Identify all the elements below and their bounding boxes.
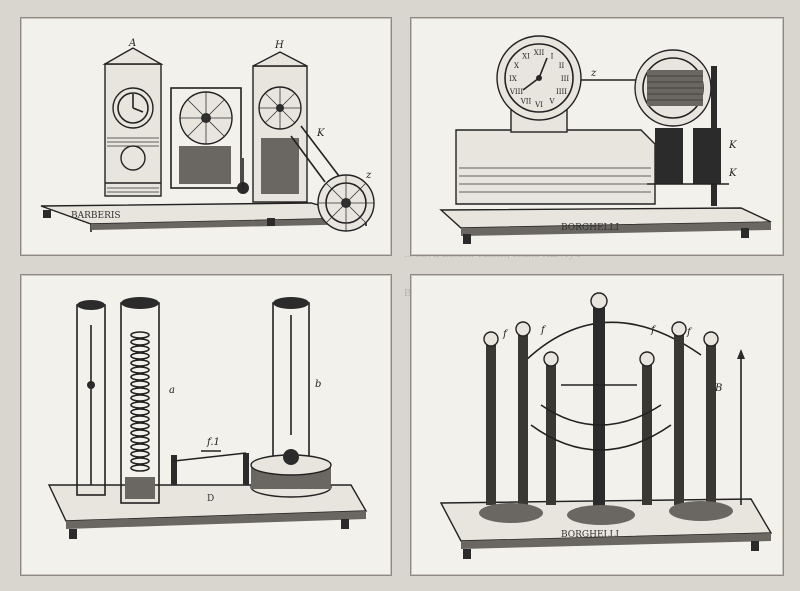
coil-turn [130,464,150,472]
coil-turn [130,408,150,416]
figure-label: b [315,379,321,390]
coil-turn [130,345,150,353]
coil-turn [130,352,150,360]
column [674,335,684,505]
maker-stamp: BORGHELLI [561,223,619,233]
dial-numeral: II [559,62,565,70]
figure-label: B [714,383,722,394]
coil-turn [130,415,150,423]
figure-label: K [728,140,737,151]
figure-label: D [207,494,214,504]
dial-numeral: VII [520,98,532,106]
column-group [483,321,719,505]
column-finial [703,331,719,347]
dial-numeral: XII [534,49,545,57]
coil-turn [130,443,150,451]
column [518,335,528,505]
column-finial [483,331,499,347]
figure-label: H [274,40,284,51]
figure-label: K [316,128,325,139]
coil-turn [130,429,150,437]
engraving-column-apparatus: f f f f B BORGHELLI [439,292,773,559]
coil-turn [130,366,150,374]
panel-column-apparatus: f f f f B BORGHELLI [410,274,784,576]
figure-label: a [169,385,175,396]
figure-label: f [686,327,693,338]
coil-turn [130,359,150,367]
coil-turn [130,401,150,409]
coil-turn [130,450,150,458]
dial-numeral: VI [534,101,543,109]
column-finial [543,351,559,367]
column [486,345,496,505]
coil-turn [130,338,150,346]
figure-label: z [365,170,372,181]
figure-label: f [650,325,657,336]
coil-turn [130,331,150,339]
dial-numeral: IIII [556,88,567,96]
dial-numeral: V [548,98,555,106]
maker-stamp: BORGHELLI [561,530,619,540]
coil-turn [130,422,150,430]
panel-telegraph-clockwork: A H K z BARBERIS [20,17,392,256]
coil-turn [130,380,150,388]
engraving-telegraph-clockwork: A H K z BARBERIS [40,38,375,232]
figure-label: A [128,38,136,49]
figure-label: f [540,325,547,336]
dial-numeral: IX [509,75,517,83]
column-finial [639,351,655,367]
column-finial [515,321,531,337]
dial-numeral: III [561,75,570,83]
coil-turn [130,373,150,381]
figure-label: f [502,329,509,340]
coil-turn [130,457,150,465]
coil-turn [130,394,150,402]
engraving-coil-cylinders: a b f.1 D [47,297,368,539]
panel-coil-cylinders: a b f.1 D [20,274,392,576]
dial-numeral: VIII [509,88,524,96]
dial-numeral: X [514,62,519,70]
column [546,365,556,505]
column [706,345,716,505]
dial-numeral: I [551,53,554,61]
column [642,365,652,505]
coil-turn [130,387,150,395]
figure-label: z [590,68,597,79]
spring-coil [130,331,150,472]
figure-label: f.1 [206,437,220,448]
maker-stamp: BARBERIS [71,211,121,221]
column-finial [671,321,687,337]
coil-turn [130,436,150,444]
figure-label: K [728,168,737,179]
dial-numeral: XI [522,53,530,61]
